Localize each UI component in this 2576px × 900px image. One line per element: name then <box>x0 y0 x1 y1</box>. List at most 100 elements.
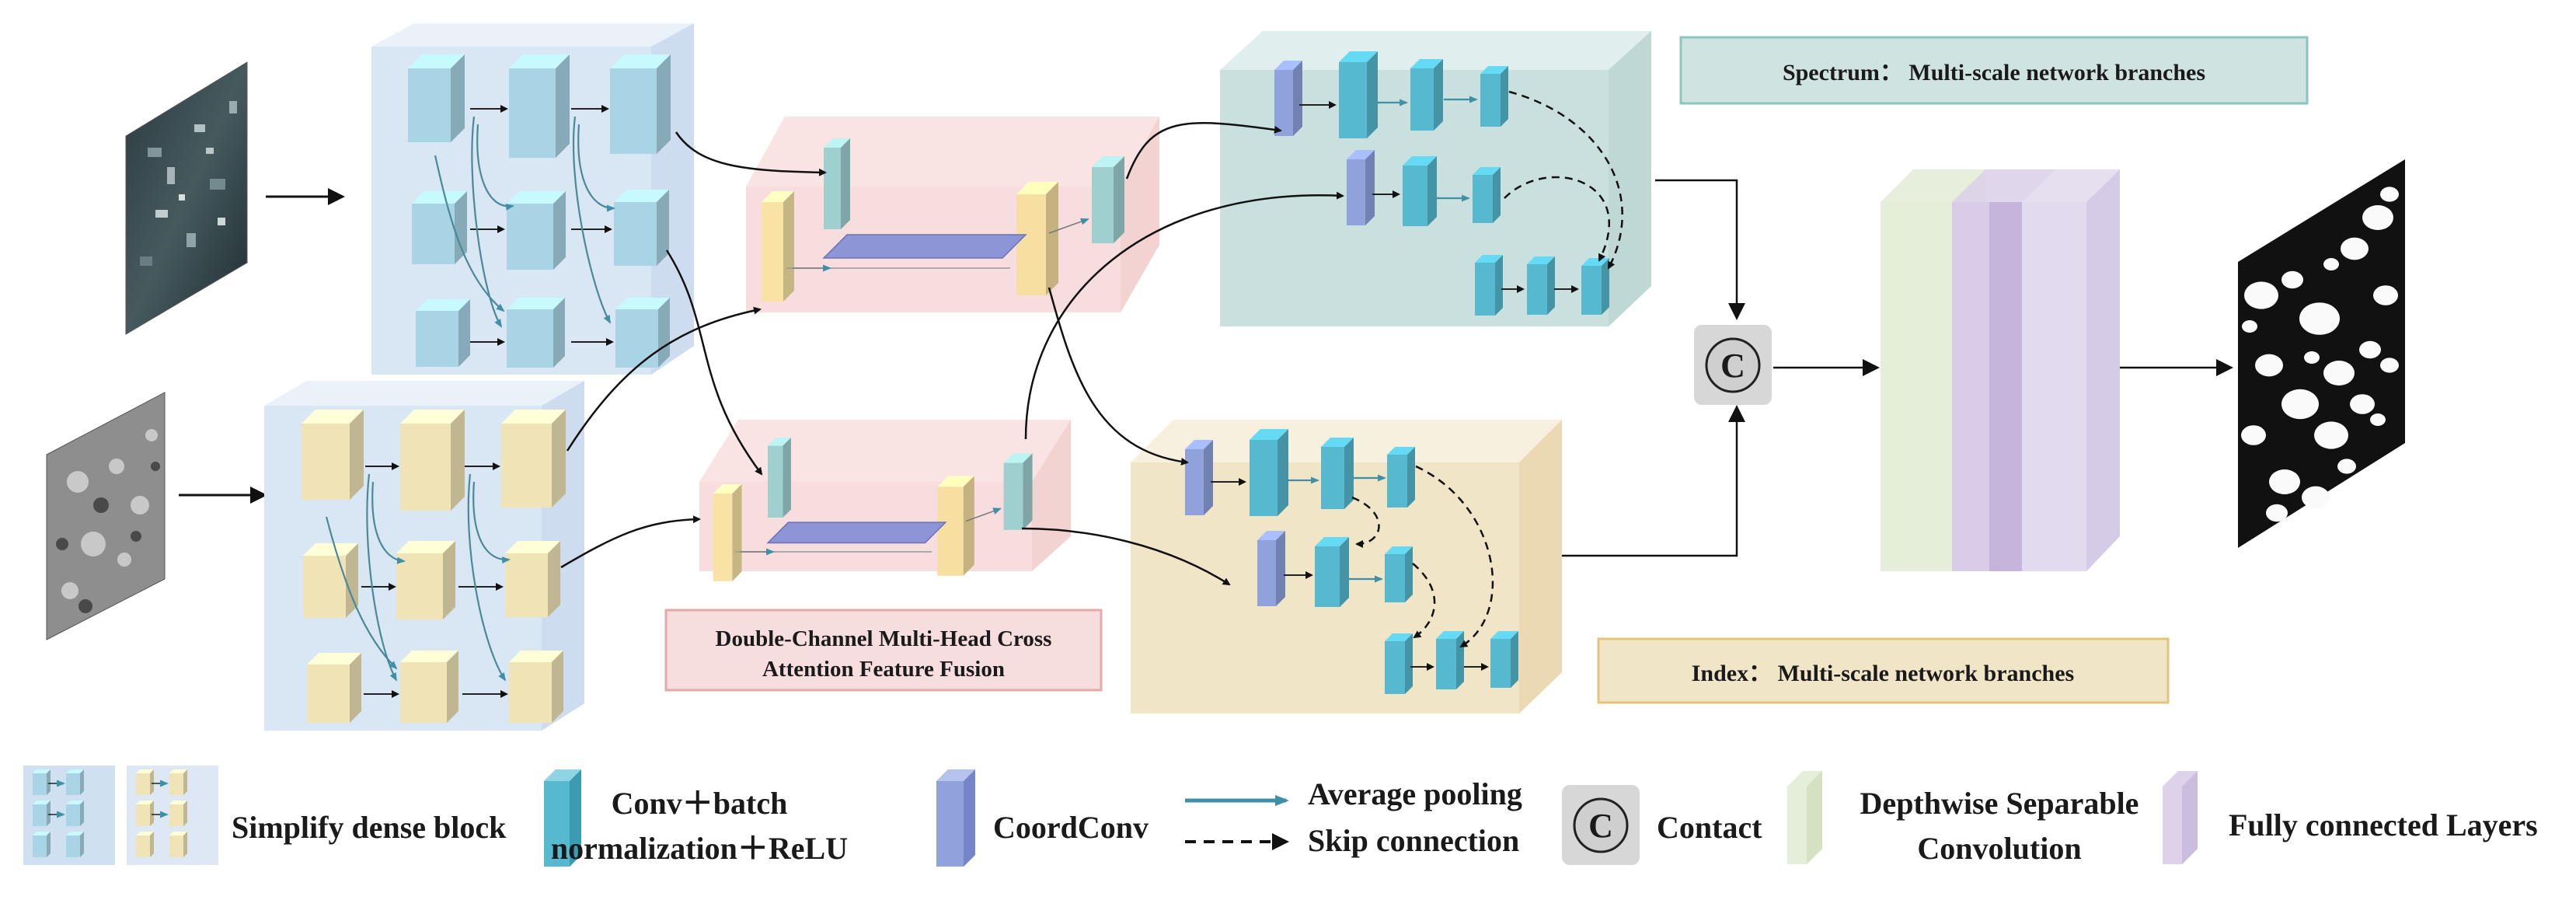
index-label: Index： Multi-scale network branches <box>1597 637 2170 704</box>
change-blob <box>2341 237 2369 260</box>
svg-text:Attention Feature Fusion: Attention Feature Fusion <box>762 657 1005 682</box>
dense-cube <box>509 651 563 723</box>
change-blob <box>2323 258 2339 270</box>
dense-cube <box>501 410 566 508</box>
output-change-map <box>2238 159 2405 548</box>
conv-cube <box>1321 438 1354 509</box>
legend-dense-cube <box>66 801 84 826</box>
svg-text:Double-Channel Multi-Head Cros: Double-Channel Multi-Head Cross <box>716 626 1052 651</box>
legend-conv-icon <box>544 769 581 867</box>
change-blob <box>2302 486 2330 509</box>
fusion-query-cube <box>713 483 742 581</box>
attention-plane <box>766 522 947 544</box>
dense-connections <box>325 473 511 682</box>
fusion-label: Double-Channel Multi-Head Cross Attentio… <box>664 609 1103 692</box>
change-blob <box>2380 187 2399 202</box>
dense-cube <box>302 410 364 500</box>
legend-conv-line1: Conv＋batch <box>612 786 788 821</box>
conv-cube <box>1385 546 1413 602</box>
legend-skip-connection: Skip connection <box>1308 823 1519 858</box>
attention-plane <box>822 234 1027 259</box>
dense-cube <box>416 299 470 367</box>
conv-cube <box>1473 167 1501 223</box>
conv-cube <box>1480 66 1508 127</box>
dense-cube <box>400 651 458 723</box>
fusion-key-cube <box>824 138 850 229</box>
fusion-out-cube <box>1003 453 1033 530</box>
conv-cube <box>1490 631 1518 688</box>
spectrum-branch-box <box>1220 31 1651 326</box>
legend-dense-cube <box>136 832 154 857</box>
legend-dense-cube <box>169 769 187 795</box>
conv-cube <box>1385 633 1413 694</box>
legend-dense-cube <box>66 769 84 795</box>
dense-block-top <box>371 23 694 375</box>
spectrum-label: Spectrum： Multi-scale network branches <box>1679 36 2309 105</box>
change-blob <box>2266 504 2288 522</box>
dense-cube <box>396 541 455 619</box>
change-blob <box>2269 469 2300 494</box>
legend-coordconv: CoordConv <box>993 810 1149 845</box>
connection-arrows <box>560 122 2233 586</box>
dense-cube <box>307 653 361 723</box>
change-blob <box>2359 340 2381 359</box>
dense-cube <box>412 191 467 264</box>
skip-connections <box>1504 90 1623 270</box>
legend-dense-block-icons <box>23 766 218 865</box>
conv-cube <box>1581 258 1609 315</box>
satellite-input-image <box>125 61 248 335</box>
legend-conv-line2: normalization＋ReLU <box>551 831 848 866</box>
dense-cube <box>400 410 465 511</box>
dense-cube <box>614 190 669 266</box>
fusion-key-cube <box>768 438 791 518</box>
fusion-value-cube <box>1016 182 1058 295</box>
change-blob <box>2380 358 2399 373</box>
conv-cube <box>1403 156 1437 226</box>
svg-text:Spectrum： Multi-scale network: Spectrum： Multi-scale network branches <box>1783 60 2205 85</box>
legend: Simplify dense block Conv＋batch normaliz… <box>23 766 2538 867</box>
fusion-query-cube <box>762 191 794 302</box>
concat-node: C <box>1694 325 1772 405</box>
dense-cube <box>615 298 670 368</box>
skip-connections <box>1351 465 1494 648</box>
legend-contact-icon: C <box>1562 785 1640 865</box>
change-blob <box>2242 320 2257 333</box>
dense-cube <box>610 54 671 154</box>
change-blob <box>2362 205 2393 230</box>
coordconv-cube <box>1274 61 1302 136</box>
legend-dense-cube <box>169 832 187 857</box>
coordconv-cube <box>1347 150 1375 225</box>
change-blob <box>2281 389 2319 420</box>
svg-text:C: C <box>1588 807 1613 845</box>
dense-cube <box>509 54 570 158</box>
coordconv-cube <box>1185 440 1213 515</box>
legend-depthwise-line1: Depthwise Separable <box>1860 786 2139 821</box>
legend-dense-cube <box>136 769 154 795</box>
change-blob <box>2314 421 2348 449</box>
change-blob <box>2337 459 2356 474</box>
dense-block-bottom <box>264 381 584 731</box>
concat-symbol: C <box>1720 347 1745 385</box>
legend-fully-connected: Fully connected Layers <box>2229 808 2538 842</box>
legend-contact: Contact <box>1657 810 1762 845</box>
dense-cube <box>303 543 358 618</box>
dense-connections <box>434 116 615 328</box>
legend-coordconv-icon <box>936 769 975 867</box>
dense-cube <box>507 298 565 368</box>
legend-dense-cube <box>169 801 187 826</box>
index-branch-box <box>1131 420 1562 713</box>
legend-simplify-dense-block: Simplify dense block <box>232 810 507 845</box>
svg-text:Index： Multi-scale network br: Index： Multi-scale network branches <box>1692 661 2074 686</box>
legend-fc-icon <box>2163 771 2198 864</box>
change-blob <box>2244 281 2278 309</box>
conv-cube <box>1315 537 1349 607</box>
grayscale-index-input-image <box>46 392 166 640</box>
change-blob <box>2323 361 2355 385</box>
change-blob <box>2304 351 2320 364</box>
legend-depthwise-line2: Convolution <box>1917 831 2081 866</box>
legend-dense-cube <box>33 832 51 857</box>
legend-average-pooling: Average pooling <box>1308 776 1522 811</box>
depthwise-fc-stack <box>1881 169 2120 571</box>
